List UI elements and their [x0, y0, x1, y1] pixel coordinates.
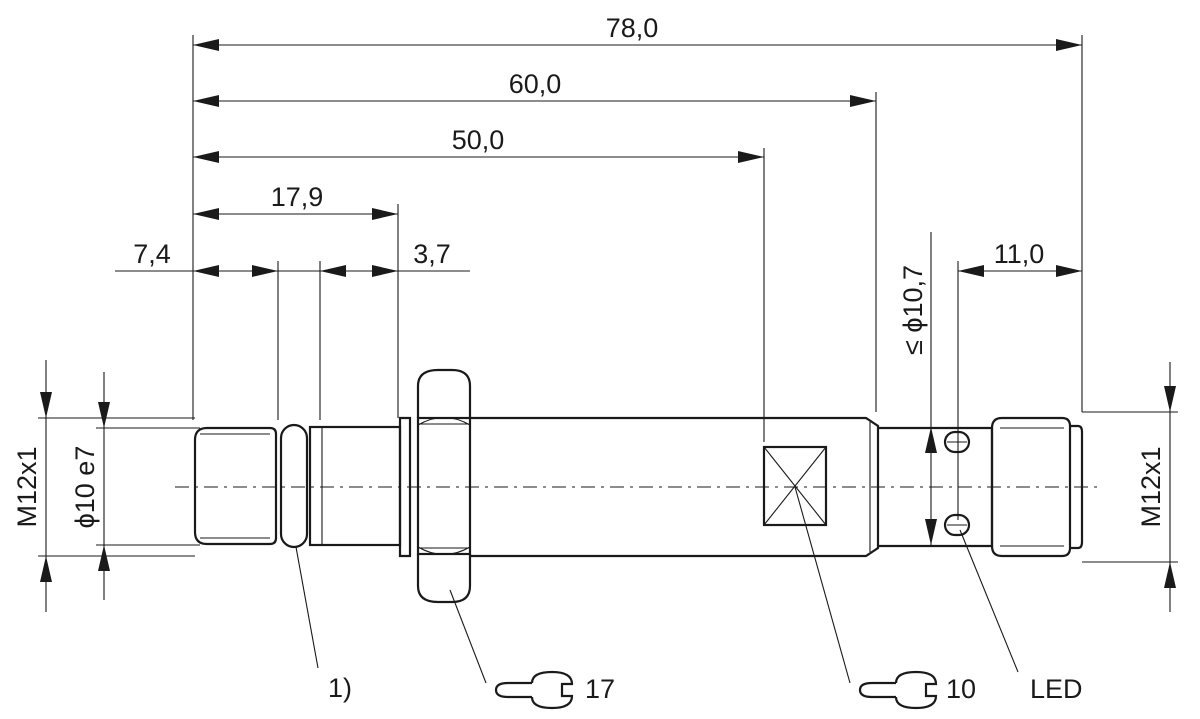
o-ring [279, 423, 309, 549]
body-shoulder [398, 416, 412, 558]
dimension-60: 60,0 [193, 69, 876, 107]
dimension-diameter-10-7: ≤ ϕ10,7 [898, 232, 937, 545]
dimension-diameter-tip: ϕ10 e7 [70, 372, 200, 600]
thread-right-label: M12x1 [1136, 446, 1166, 527]
dimension-50: 50,0 [193, 125, 764, 163]
dimension-thread-left: M12x1 [12, 360, 195, 612]
dim-17-9-label: 17,9 [271, 182, 324, 212]
dim-78-label: 78,0 [606, 13, 659, 43]
diameter-tip-label: ϕ10 e7 [70, 446, 100, 529]
wrench-17-label: 17 [585, 674, 615, 704]
led-window-bottom [943, 513, 971, 537]
thread-section-left [308, 425, 402, 547]
dim-11-label: 11,0 [994, 239, 1045, 269]
dimension-thread-right: M12x1 [1082, 362, 1178, 612]
led-label: LED [1030, 674, 1083, 704]
dimension-7-4-3-7: 7,4 3,7 [115, 239, 470, 277]
connector-head [990, 416, 1072, 558]
wrench-10-label: 10 [946, 674, 976, 704]
dimension-78: 78,0 [193, 13, 1082, 51]
dim-3-7-label: 3,7 [413, 239, 451, 269]
thread-left-label: M12x1 [12, 446, 42, 527]
hex-nut [416, 368, 472, 604]
dimension-11: 11,0 [958, 239, 1082, 277]
wrench-17-icon [494, 670, 574, 710]
sensor-body [193, 368, 1084, 604]
leader-lines [295, 486, 1019, 684]
dim-50-label: 50,0 [452, 125, 505, 155]
wrench-flat-marker [762, 445, 828, 527]
led-window-top [943, 430, 971, 454]
note-1-label: 1) [328, 673, 352, 703]
dimension-17-9: 17,9 [193, 182, 398, 220]
dim-60-label: 60,0 [509, 69, 562, 99]
dim-7-4-label: 7,4 [133, 239, 171, 269]
extension-lines [192, 35, 1083, 520]
wrench-10-icon [858, 670, 938, 710]
sensing-tip [193, 426, 278, 546]
dim-diameter-10-7-label: ≤ ϕ10,7 [898, 265, 928, 355]
